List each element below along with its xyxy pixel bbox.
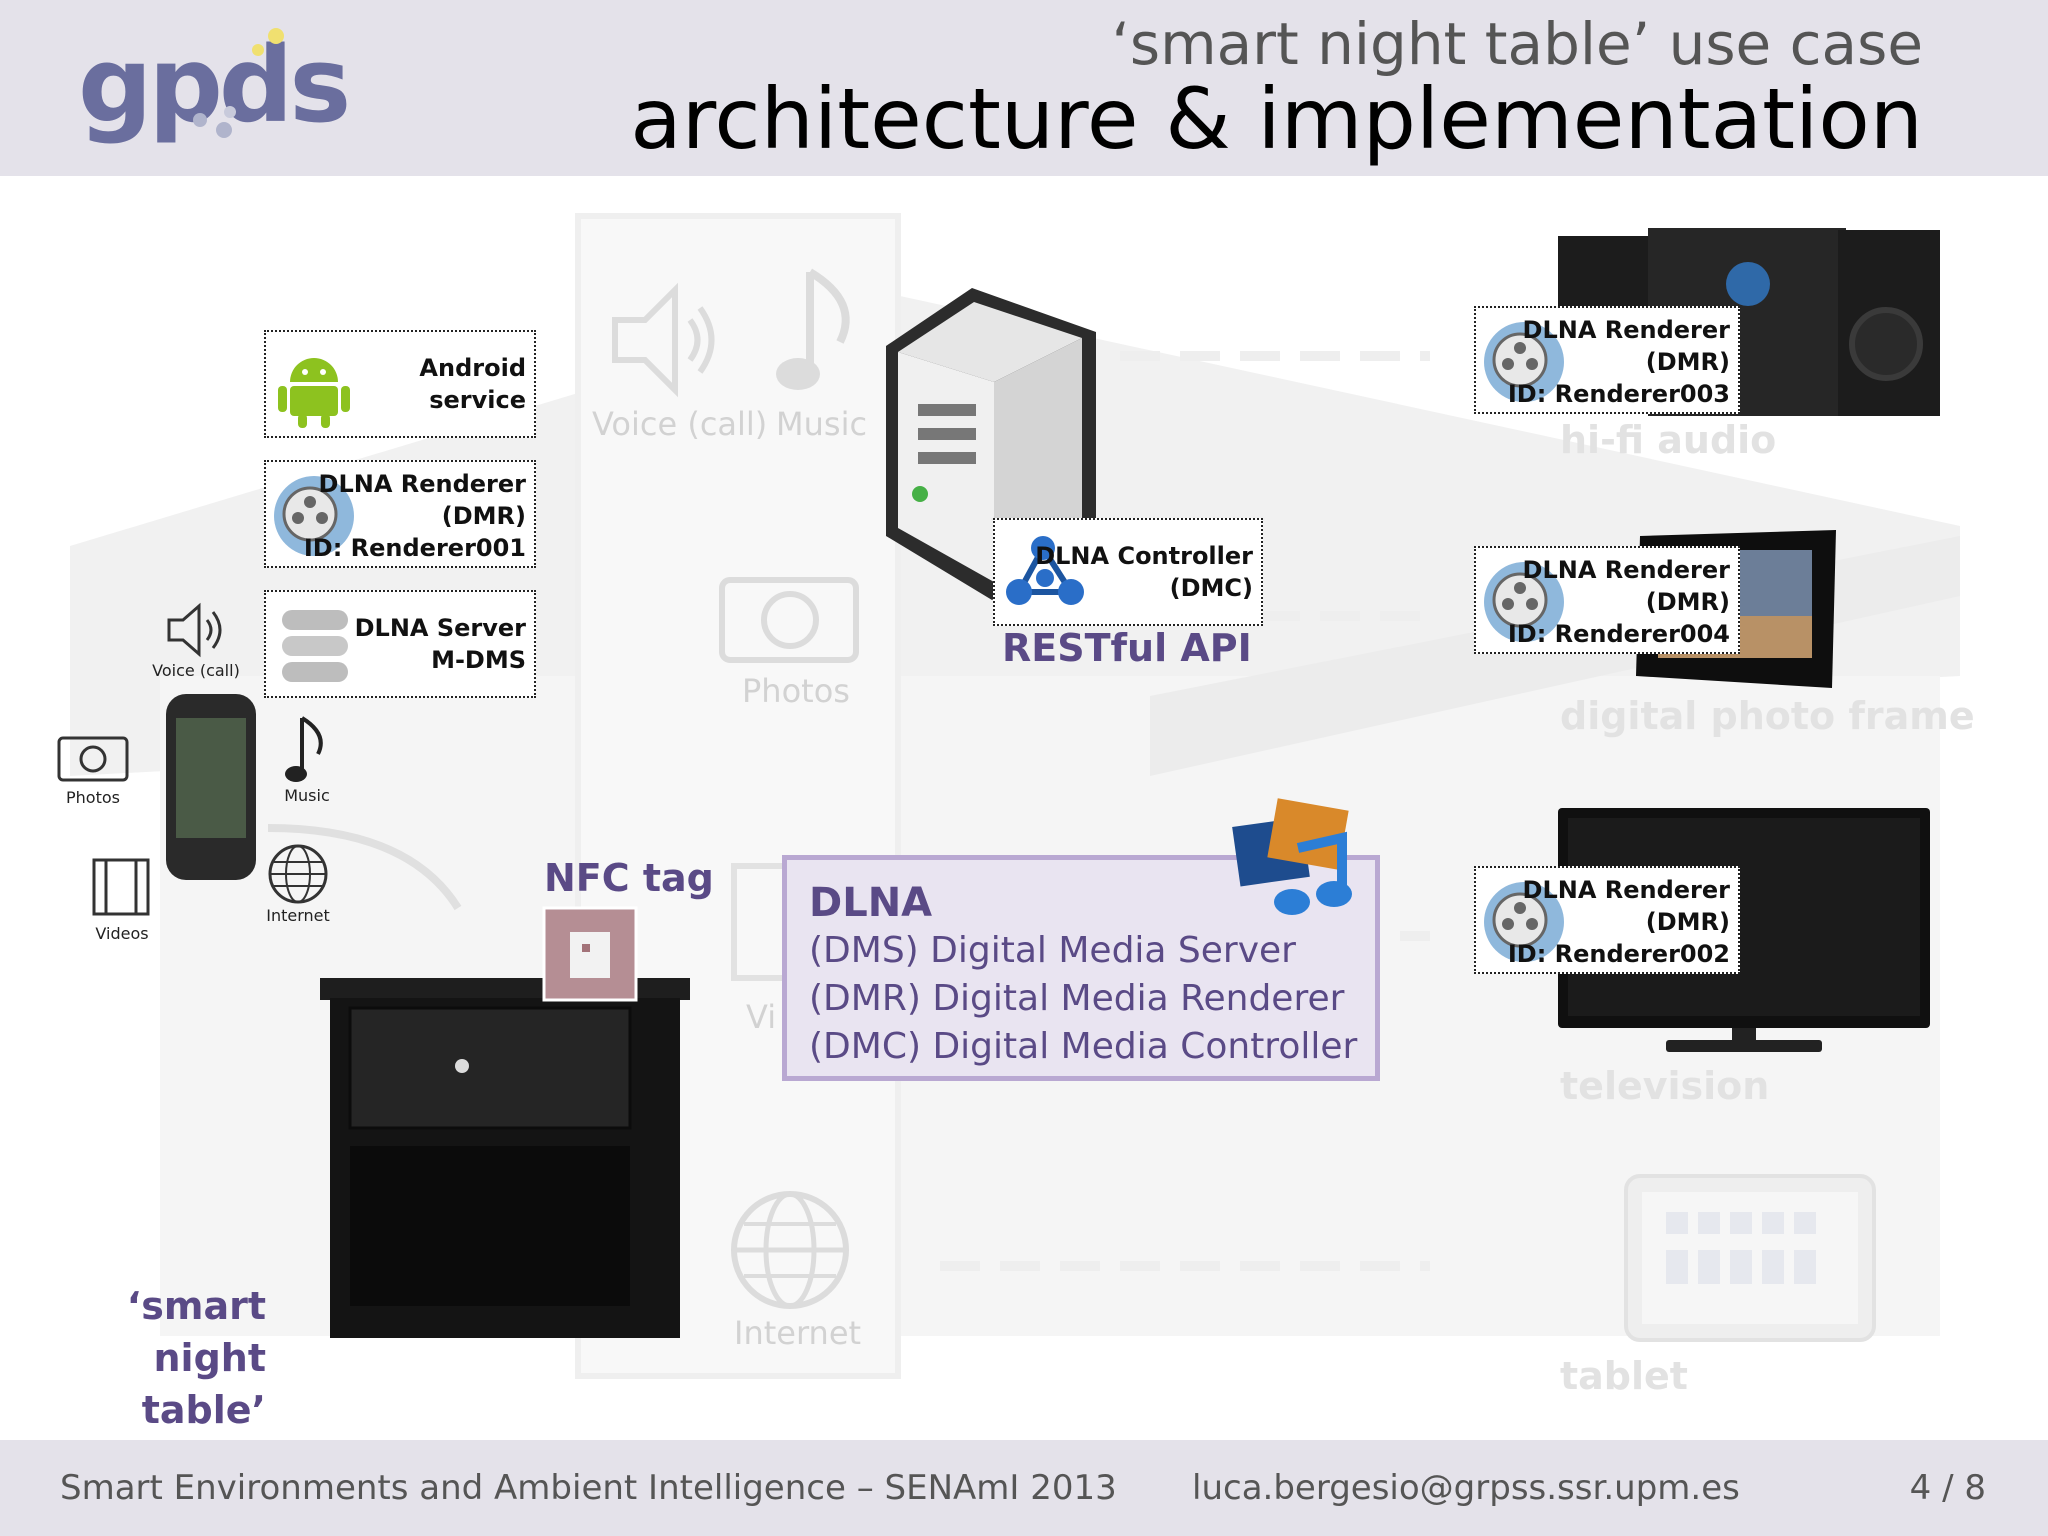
- renderer002-box: DLNA Renderer (DMR) ID: Renderer002: [1474, 866, 1740, 974]
- speaker-icon: [167, 602, 222, 658]
- dlna-legend-dmc: (DMC) Digital Media Controller: [809, 1026, 1358, 1067]
- footer-bar: [0, 1440, 2048, 1536]
- renderer003-text: DLNA Renderer (DMR) ID: Renderer003: [1507, 316, 1730, 408]
- android-icon: [278, 358, 350, 428]
- android-service-box: Android service: [264, 330, 536, 438]
- dlna-controller-box: DLNA Controller (DMC): [993, 518, 1263, 626]
- hifi-audio-label: hi-fi audio: [1560, 418, 1777, 462]
- faint-speaker-icon: [612, 282, 715, 398]
- film-reel-icon: [1484, 322, 1564, 402]
- night-table-image: [320, 978, 690, 1338]
- voice-call-label: Voice (call): [152, 661, 240, 680]
- renderer003-box: DLNA Renderer (DMR) ID: Renderer003: [1474, 306, 1740, 414]
- footer-event: Smart Environments and Ambient Intellige…: [60, 1468, 1117, 1508]
- dlna-server-box: DLNA Server M-DMS: [264, 590, 536, 698]
- renderer002-text: DLNA Renderer (DMR) ID: Renderer002: [1507, 876, 1730, 968]
- dlna-controller-text: DLNA Controller (DMC): [1035, 542, 1253, 602]
- header-bar: [0, 0, 2048, 176]
- faint-music-label: Music: [776, 405, 868, 443]
- faint-voice-label: Voice (call): [592, 405, 768, 443]
- renderer001-box: DLNA Renderer (DMR) ID: Renderer001: [264, 460, 536, 568]
- faint-camera-icon: [719, 577, 859, 663]
- photo-frame-label: digital photo frame: [1560, 694, 1975, 738]
- dlna-legend-title: DLNA: [809, 880, 933, 926]
- faint-music-icon: [776, 268, 850, 390]
- smartphone-image: [166, 694, 256, 880]
- globe-icon: [268, 844, 328, 904]
- music-label: Music: [284, 786, 330, 805]
- restful-api-label: RESTful API: [1002, 626, 1252, 670]
- media-icon: [1232, 798, 1352, 915]
- dlna-legend-dmr: (DMR) Digital Media Renderer: [809, 978, 1345, 1019]
- page-number: 4 / 8: [1909, 1468, 1986, 1508]
- internet-label: Internet: [266, 906, 330, 925]
- renderer004-text: DLNA Renderer (DMR) ID: Renderer004: [1507, 556, 1730, 648]
- slide-title: architecture & implementation: [630, 70, 1923, 168]
- dlna-server-text: DLNA Server M-DMS: [354, 614, 526, 674]
- faint-film-icon: [731, 863, 789, 981]
- footer-email[interactable]: luca.bergesio@grpss.ssr.upm.es: [1192, 1468, 1740, 1508]
- renderer001-text: DLNA Renderer (DMR) ID: Renderer001: [303, 470, 526, 562]
- renderer004-box: DLNA Renderer (DMR) ID: Renderer004: [1474, 546, 1740, 654]
- dlna-legend-dms: (DMS) Digital Media Server: [809, 930, 1296, 971]
- film-reel-icon: [1484, 562, 1564, 642]
- film-reel-icon: [1484, 882, 1564, 962]
- android-service-text: Android service: [419, 354, 526, 414]
- nfc-tag-icon: [542, 906, 638, 1002]
- gpds-logo: gpds: [78, 24, 351, 146]
- nfc-tag-label: NFC tag: [544, 856, 714, 900]
- database-icon: [282, 610, 348, 682]
- faint-videos-label: Vi: [746, 998, 777, 1036]
- faint-globe-icon: [731, 1191, 849, 1309]
- logo-dots-icon: [193, 28, 284, 138]
- camera-icon: [57, 736, 129, 782]
- videos-label: Videos: [95, 924, 149, 943]
- network-molecule-icon: [1006, 536, 1084, 605]
- photos-label: Photos: [66, 788, 120, 807]
- tablet-label: tablet: [1560, 1354, 1688, 1398]
- smart-night-table-label: ‘smart night table’: [126, 1284, 266, 1432]
- film-reel-icon: [274, 476, 354, 556]
- slide-subtitle: ‘smart night table’ use case: [1111, 10, 1923, 78]
- film-strip-icon: [92, 858, 150, 916]
- curved-arrow-icon: [267, 824, 462, 911]
- faint-internet-label: Internet: [734, 1314, 862, 1352]
- music-note-icon: [285, 716, 323, 782]
- faint-photos-label: Photos: [742, 672, 850, 710]
- television-label: television: [1560, 1064, 1770, 1108]
- faint-tablet-image: [1624, 1174, 1876, 1342]
